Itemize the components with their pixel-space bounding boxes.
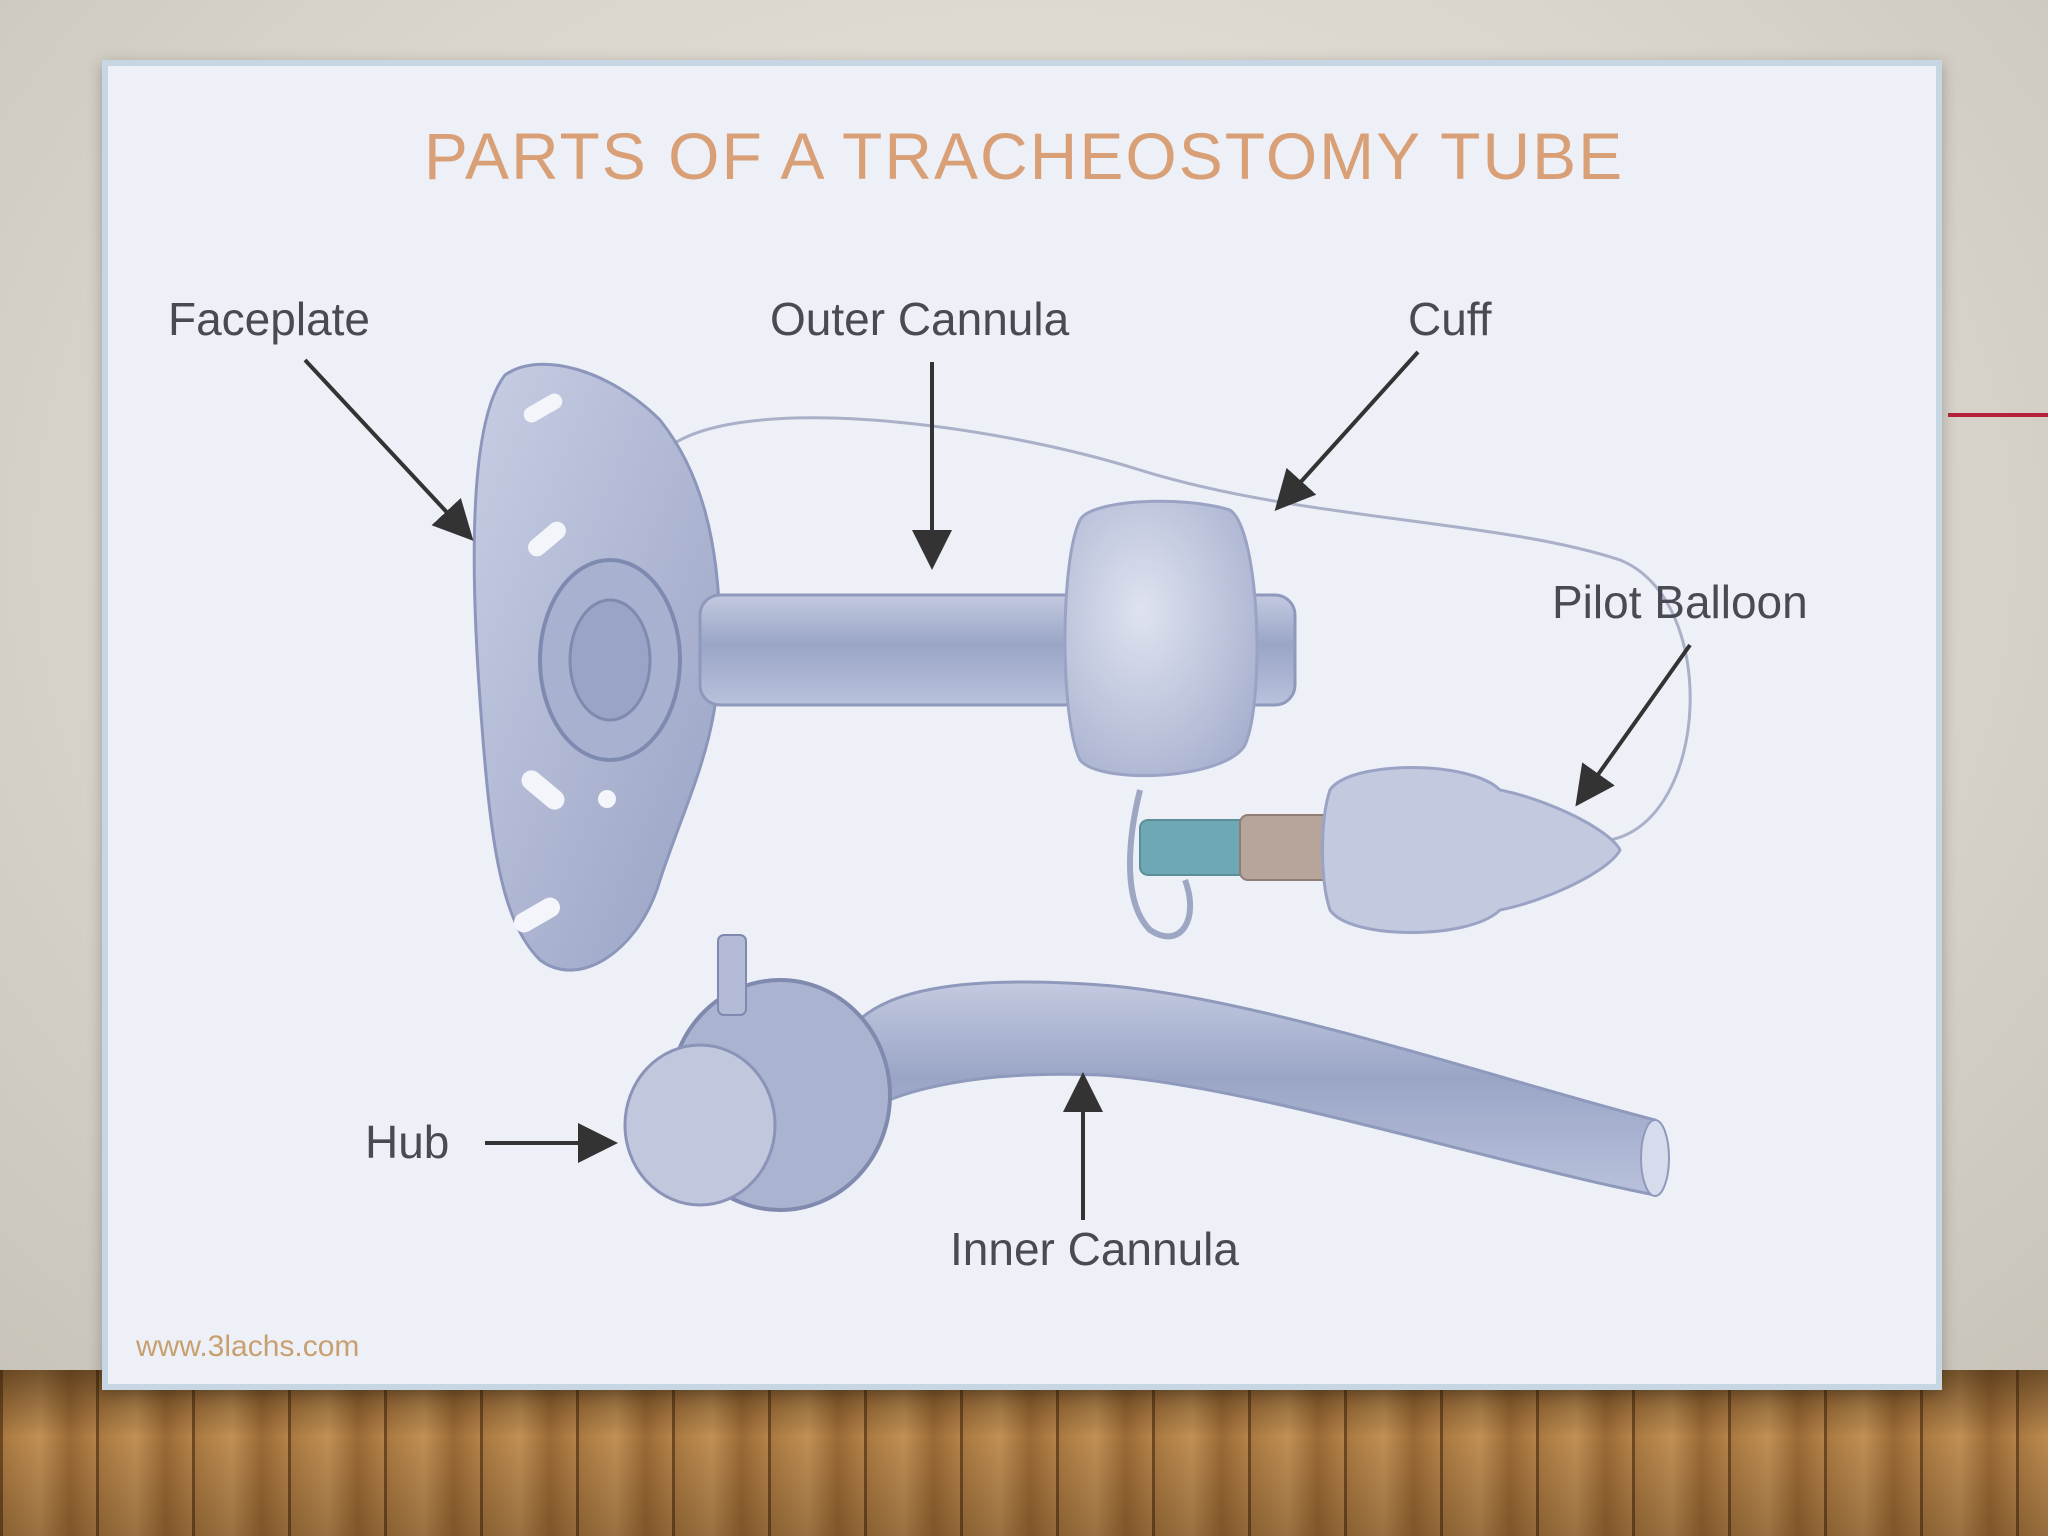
faceplate-part: [472, 362, 722, 972]
label-faceplate: Faceplate: [168, 293, 371, 345]
label-hub: Hub: [365, 1116, 450, 1168]
source-credit: www.3lachs.com: [136, 1330, 360, 1363]
pilot-loop: [1127, 789, 1193, 940]
pilot-balloon-part: [1139, 766, 1622, 934]
cuff-arrow: [1274, 350, 1420, 511]
accent-line: [1948, 413, 2048, 417]
label-cuff: Cuff: [1408, 293, 1492, 345]
label-pilot-balloon: Pilot Balloon: [1552, 576, 1808, 628]
pilot-balloon-arrow: [1575, 643, 1692, 807]
floor-shadow: [0, 1370, 2048, 1536]
faceplate-arrow: [303, 358, 474, 541]
label-outer-cannula: Outer Cannula: [770, 293, 1070, 345]
label-inner-cannula: Inner Cannula: [950, 1223, 1239, 1275]
cuff-part: [1063, 499, 1259, 778]
diagram-title: PARTS OF A TRACHEOSTOMY TUBE: [423, 119, 1625, 193]
inner-cannula-part: [848, 980, 1657, 1197]
hub-part: [623, 934, 892, 1212]
pilot-line: [658, 416, 1692, 842]
